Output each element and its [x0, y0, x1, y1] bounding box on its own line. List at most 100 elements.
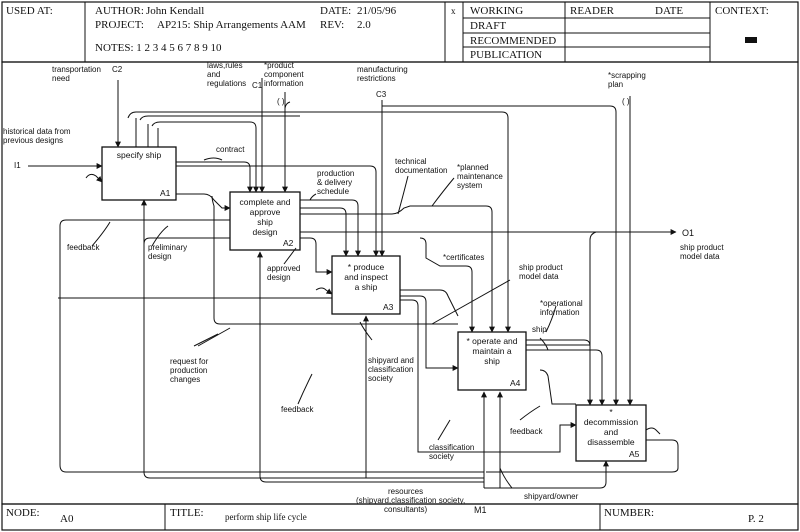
activity-box-a1: specify ship A1 — [101, 146, 177, 201]
label-c2: C2 — [112, 65, 123, 74]
label-request-3: changes — [170, 375, 200, 384]
used-at-label: USED AT: — [6, 5, 53, 17]
label-preliminary-2: design — [148, 252, 172, 261]
a5-title-line3: and — [604, 427, 618, 437]
a4-title-line2: maintain a — [472, 346, 511, 356]
context-label: CONTEXT: — [715, 5, 769, 17]
label-approved-1: approved — [267, 264, 300, 273]
label-planned-3: system — [457, 181, 483, 190]
project-value: AP215: Ship Arrangements AAM — [157, 19, 306, 31]
notes-label: NOTES: 1 2 3 4 5 6 7 8 9 10 — [95, 42, 222, 54]
label-ship-model-2: model data — [519, 272, 559, 281]
a5-title-line2: decommission — [584, 417, 639, 427]
a3-title-line2: and inspect — [344, 272, 388, 282]
activity-box-a4: * operate and maintain a ship A4 — [457, 331, 527, 391]
title-value: perform ship life cycle — [225, 512, 307, 522]
label-c3: C3 — [376, 90, 387, 99]
label-historical-2: previous designs — [3, 136, 63, 145]
a2-title-line1: complete and — [239, 197, 290, 207]
label-class-society-2: society — [429, 452, 454, 461]
a2-title-line2: approve — [250, 207, 281, 217]
date-label: DATE: — [320, 5, 351, 17]
status-mark: x — [451, 6, 456, 16]
label-operational-2: information — [540, 308, 580, 317]
node-label: NODE: — [6, 507, 40, 519]
label-component-3: information — [264, 79, 304, 88]
label-production-3: schedule — [317, 187, 350, 196]
a1-number: A1 — [160, 188, 171, 198]
label-feedback-a2: feedback — [281, 405, 314, 414]
a2-number: A2 — [283, 238, 294, 248]
label-production-1: production — [317, 169, 354, 178]
label-manufacturing-2: restrictions — [357, 74, 396, 83]
label-class-society-1: classification — [429, 443, 474, 452]
label-ship-model-1: ship product — [519, 263, 563, 272]
label-transportation: transportation — [52, 65, 101, 74]
label-request-1: request for — [170, 357, 209, 366]
label-shipyard-2: classification — [368, 365, 413, 374]
author-label: AUTHOR: — [95, 5, 144, 17]
label-need: need — [52, 74, 70, 83]
a2-title-line4: design — [252, 227, 277, 237]
label-shipyard-3: society — [368, 374, 393, 383]
label-ship-product-1: ship product — [680, 243, 724, 252]
rev-value: 2.0 — [357, 19, 371, 31]
label-certificates: *certificates — [443, 253, 484, 262]
project-label: PROJECT: — [95, 19, 144, 31]
a3-title-line1: * produce — [348, 262, 385, 272]
label-o1: O1 — [682, 228, 694, 238]
label-shipyard-1: shipyard and — [368, 356, 414, 365]
label-component-2: component — [264, 70, 304, 79]
label-resources-3: consultants) — [384, 505, 427, 514]
rev-label: REV: — [320, 19, 344, 31]
label-i1: I1 — [14, 161, 21, 170]
label-shipyard-owner: shipyard/owner — [524, 492, 579, 501]
number-label: NUMBER: — [604, 507, 654, 519]
arrow-network: ( ) ( ) — [28, 78, 679, 489]
label-component-1: *product — [264, 61, 295, 70]
label-manufacturing-1: manufacturing — [357, 65, 408, 74]
status-draft: DRAFT — [470, 20, 506, 32]
author-value: John Kendall — [146, 5, 204, 17]
label-laws-2: and — [207, 70, 220, 79]
a5-title-line1: * — [609, 407, 613, 417]
a3-number: A3 — [383, 302, 394, 312]
context-marker — [745, 37, 757, 43]
arrow-labels: transportation need C2 laws,rules and re… — [3, 61, 724, 515]
activity-box-a3: * produce and inspect a ship A3 — [331, 255, 401, 315]
label-ship: ship — [532, 325, 547, 334]
svg-text:( ): ( ) — [622, 97, 630, 106]
label-resources-1: resources — [388, 487, 423, 496]
a3-title-line3: a ship — [355, 282, 378, 292]
label-planned-2: maintenance — [457, 172, 503, 181]
label-feedback-a4: feedback — [510, 427, 543, 436]
footer-block: NODE: A0 TITLE: perform ship life cycle … — [1, 503, 799, 531]
label-operational-1: *operational — [540, 299, 583, 308]
status-publication: PUBLICATION — [470, 49, 542, 61]
label-scrapping-2: plan — [608, 80, 623, 89]
label-technical-2: documentation — [395, 166, 447, 175]
status-recommended: RECOMMENDED — [470, 35, 556, 47]
label-c1: C1 — [252, 81, 263, 90]
label-request-2: production — [170, 366, 207, 375]
label-historical-1: historical data from — [3, 127, 71, 136]
a2-title-line3: ship — [257, 217, 273, 227]
a1-title: specify ship — [117, 150, 162, 160]
activity-box-a2: complete and approve ship design A2 — [229, 191, 301, 251]
label-production-2: & delivery — [317, 178, 352, 187]
label-feedback-a1: feedback — [67, 243, 100, 252]
label-laws-3: regulations — [207, 79, 246, 88]
label-resources-2: (shipyard,classification society, — [356, 496, 465, 505]
status-working: WORKING — [470, 5, 523, 17]
label-preliminary-1: preliminary — [148, 243, 187, 252]
date-value: 21/05/96 — [357, 5, 397, 17]
label-planned-1: *planned — [457, 163, 489, 172]
a4-title-line1: * operate and — [466, 336, 517, 346]
a4-number: A4 — [510, 378, 521, 388]
header-block: USED AT: AUTHOR: John Kendall PROJECT: A… — [1, 1, 799, 63]
label-contract: contract — [216, 145, 245, 154]
reader-date-label: DATE — [655, 5, 683, 17]
label-scrapping-1: *scrapping — [608, 71, 646, 80]
page-number: P. 2 — [748, 513, 764, 525]
